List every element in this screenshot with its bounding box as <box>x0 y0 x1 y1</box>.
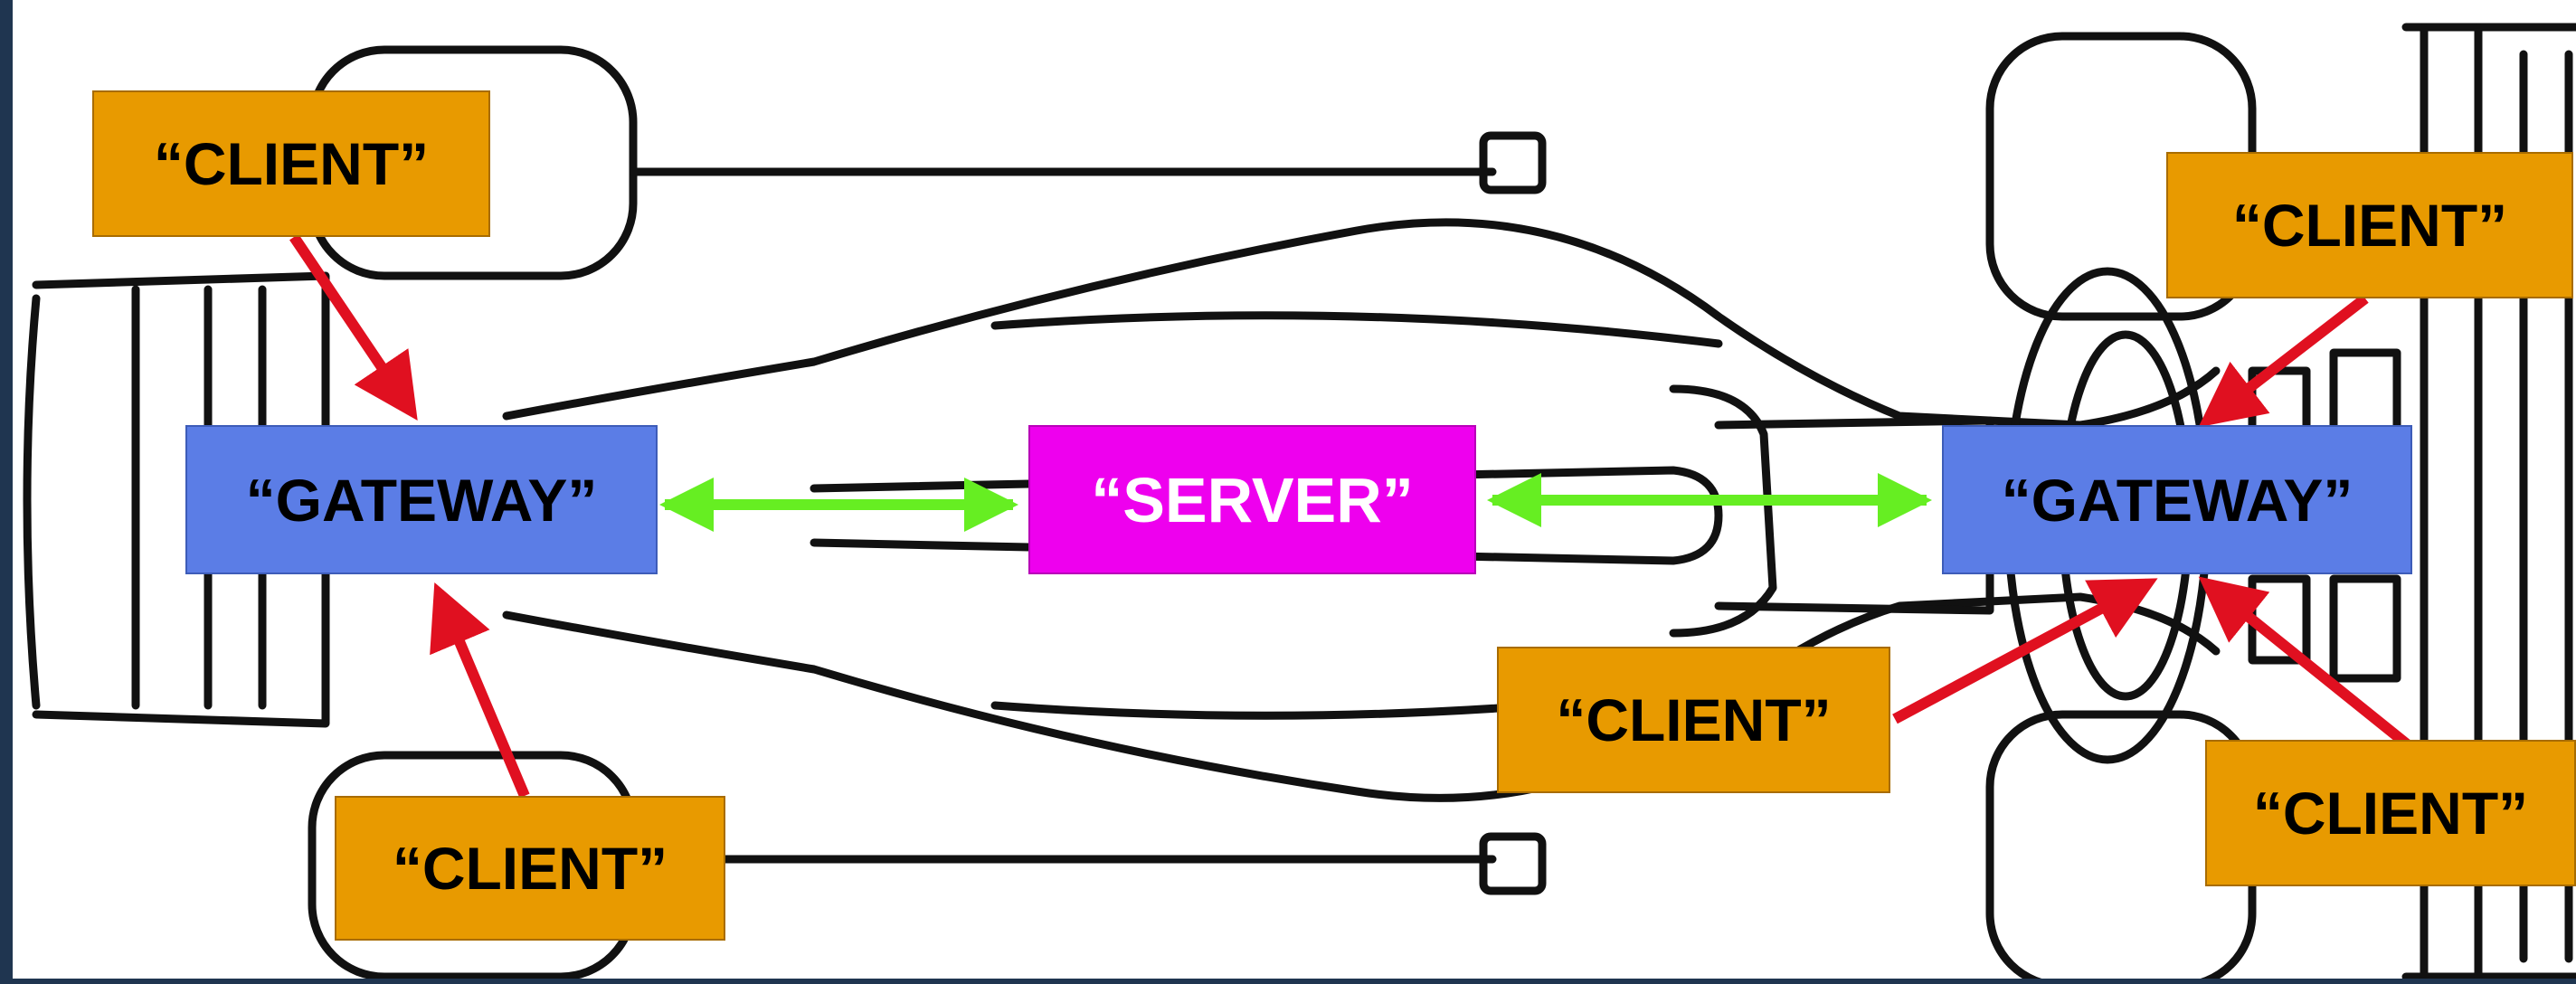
server-node: “SERVER” <box>1028 425 1476 574</box>
client-node-bottom-right: “CLIENT” <box>2205 740 2576 886</box>
gateway-node-right: “GATEWAY” <box>1942 425 2412 574</box>
gateway-node-left: “GATEWAY” <box>185 425 658 574</box>
client-node-bottom-left: “CLIENT” <box>335 796 725 941</box>
client-node-mid-right: “CLIENT” <box>1497 647 1890 793</box>
client-node-top-right: “CLIENT” <box>2166 152 2573 298</box>
client-node-top-left: “CLIENT” <box>92 90 490 237</box>
